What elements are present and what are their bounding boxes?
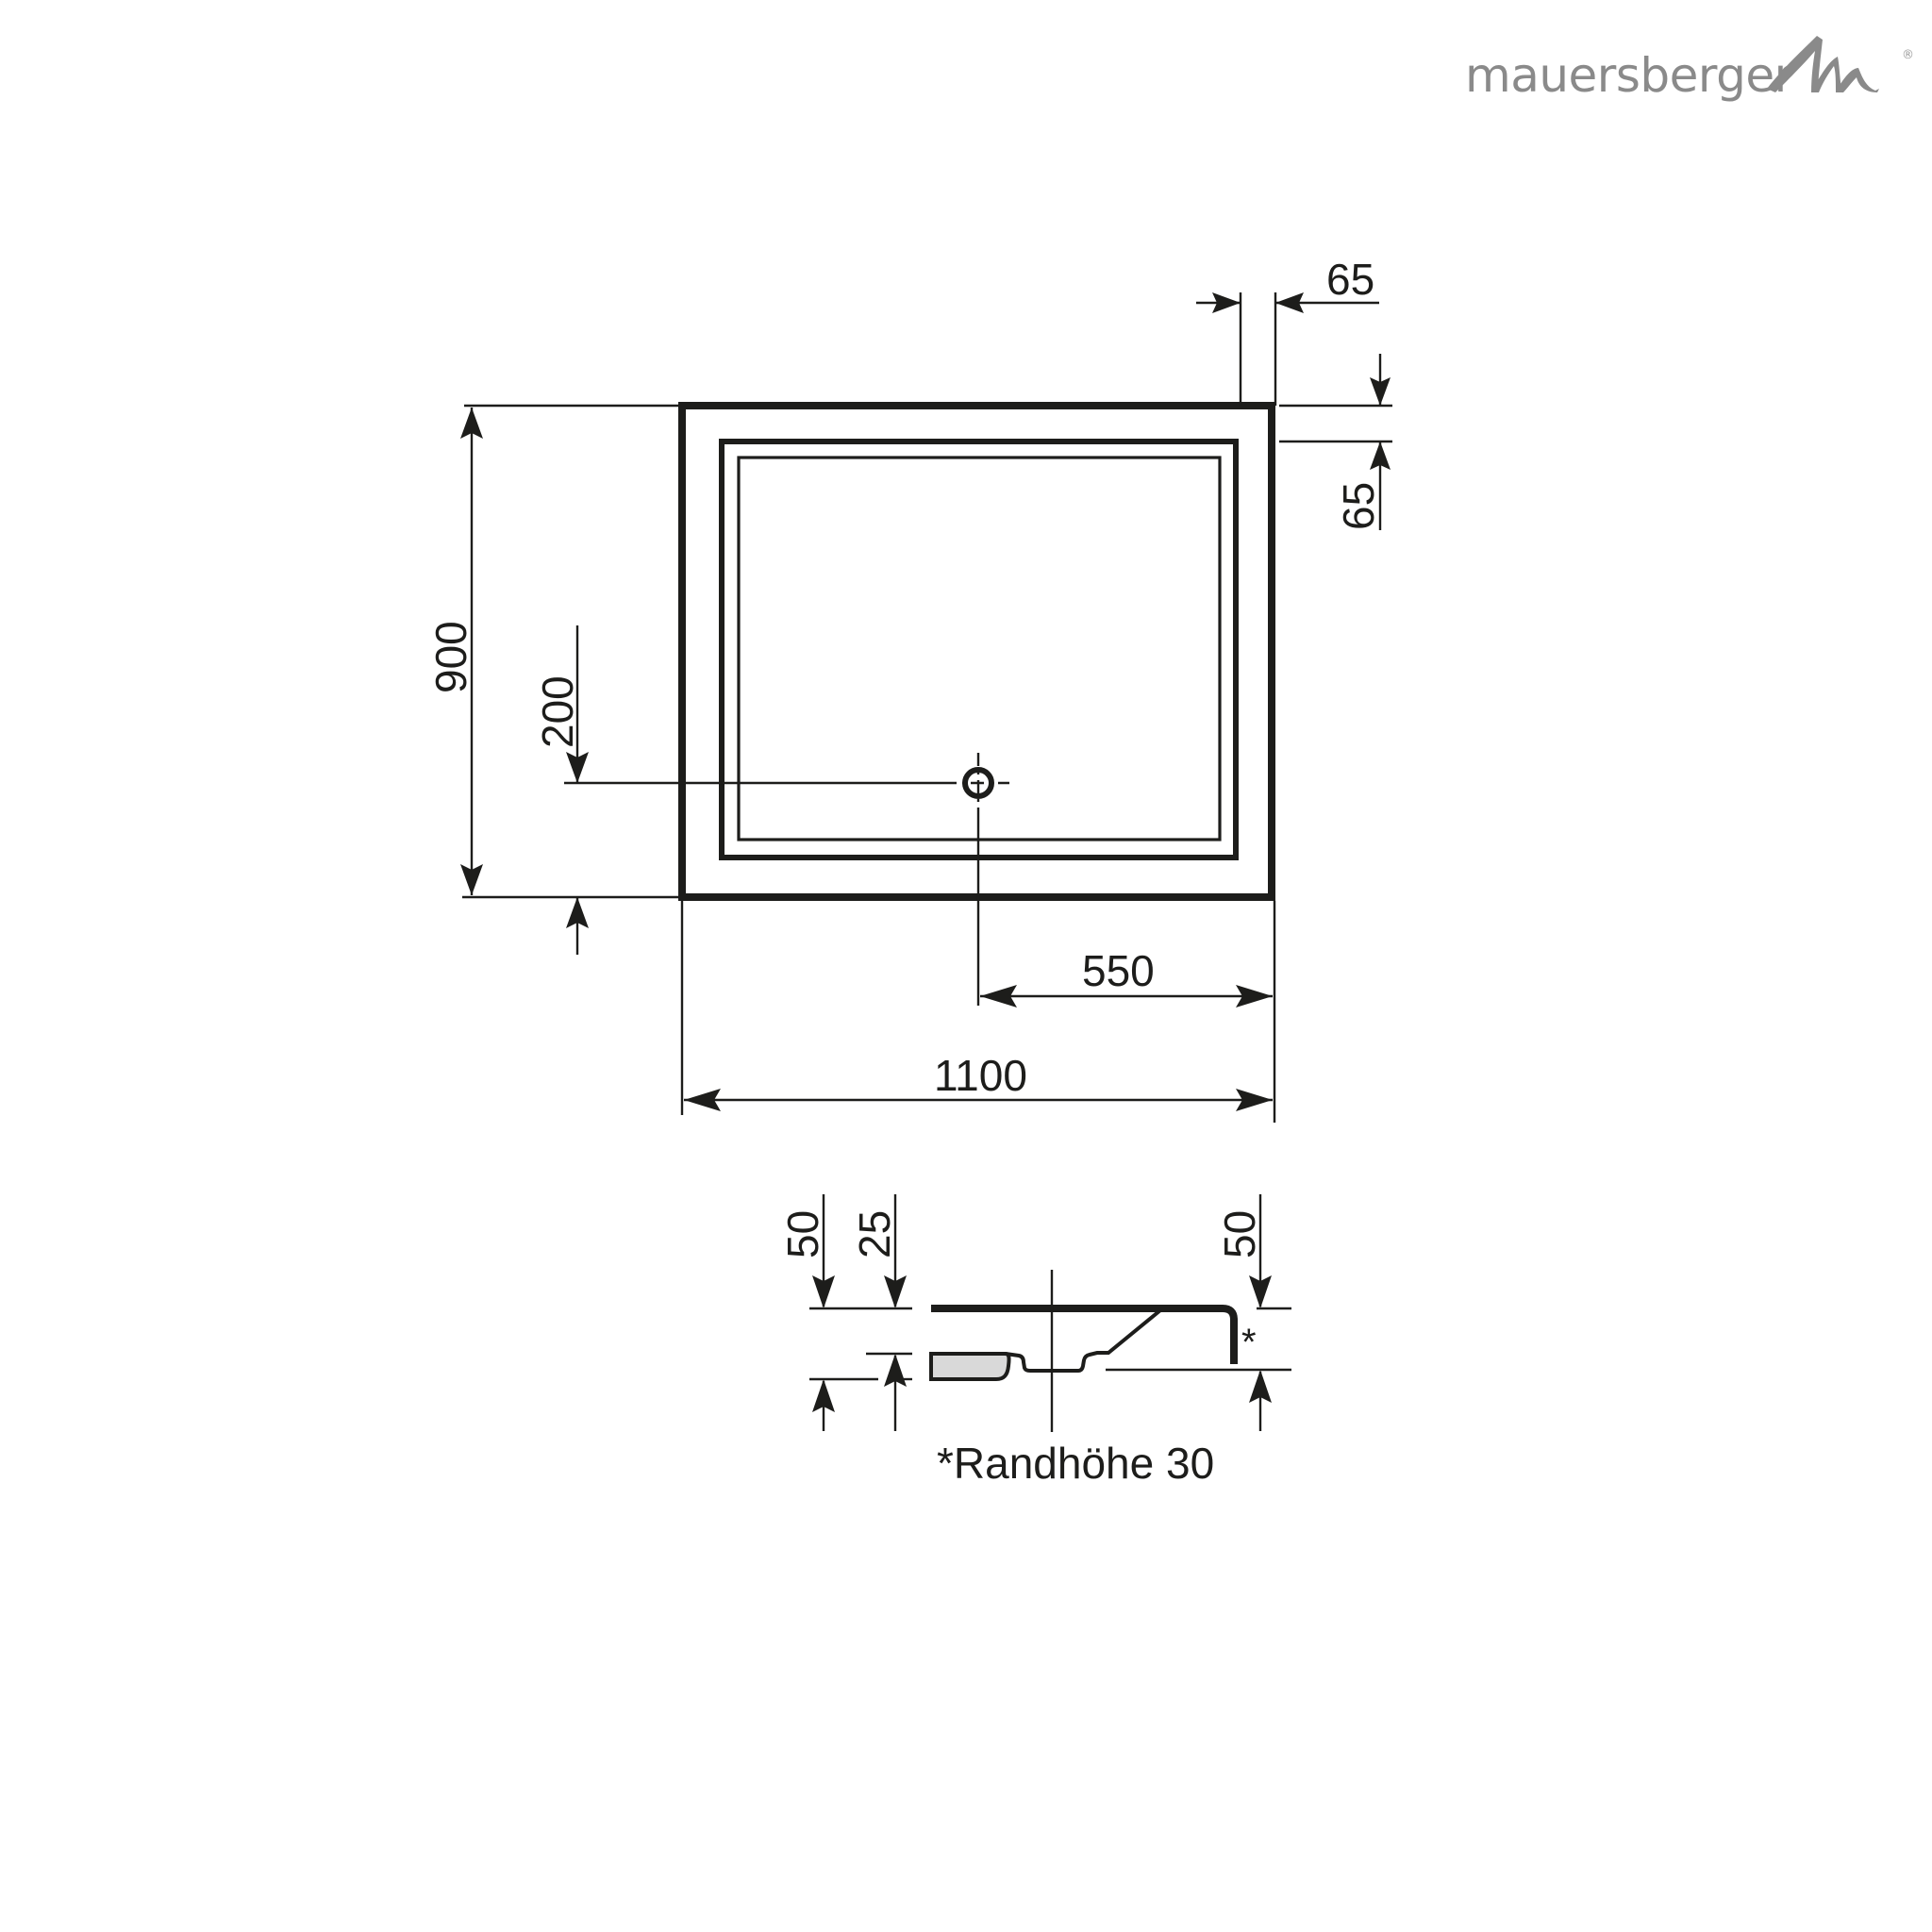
dimension-label: 550 [1082,946,1155,995]
dimension-section-left-height: 50 [778,1194,835,1431]
dimension-section-foot-height: 25 [850,1194,907,1431]
drain-icon [943,753,1009,813]
dimension-drain-x: 550 [976,813,1276,1123]
tray-top-surface [931,1305,1238,1364]
dimension-rim-vertical: 65 [1279,354,1392,530]
drain-pan-profile [1005,1308,1162,1373]
tray-outer-outline [678,402,1275,901]
dimension-label: 50 [1215,1210,1264,1258]
rim-height-marker: * [1241,1322,1257,1363]
dimension-label: 1100 [934,1051,1027,1100]
dimension-depth: 900 [426,404,679,899]
rim-height-footnote: *Randhöhe 30 [937,1439,1214,1488]
dimension-label: 900 [426,621,475,693]
brand-mark-icon [1767,36,1879,92]
brand-name: mauersberger [1465,48,1794,103]
section-view: 50 25 50 * *Randhöhe 30 [778,1194,1291,1488]
tray-foot [929,1352,1011,1381]
dimension-label: 200 [533,675,582,748]
plan-view: 65 65 900 200 [426,255,1392,1123]
dimension-label: 50 [778,1210,827,1258]
dimension-rim-horizontal: 65 [1196,255,1379,406]
dimension-label: 25 [850,1210,899,1258]
dimension-label: 65 [1326,255,1374,304]
dimension-width: 1100 [680,901,1273,1115]
dimension-label: 65 [1334,482,1383,530]
dimension-drain-y: 200 [533,625,943,955]
brand-logo: mauersberger ® [1465,36,1914,103]
registered-mark: ® [1902,48,1914,62]
dimension-section-right-height: 50 [1215,1194,1272,1431]
